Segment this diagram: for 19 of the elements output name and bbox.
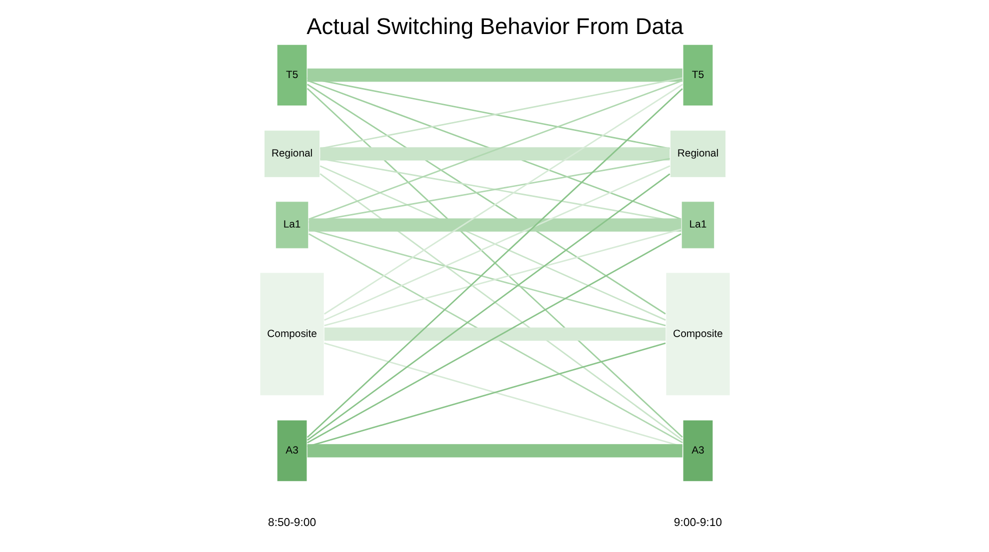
node-box: La1: [274, 200, 309, 250]
node-box: T5: [682, 44, 714, 106]
label: 9:00-9:10: [673, 516, 722, 529]
node-box: Regional: [669, 130, 726, 178]
connector: [306, 68, 682, 82]
node-box: A3: [276, 419, 308, 482]
diagram-title: Actual Switching Behavior From Data: [306, 13, 683, 40]
node-box: La1: [680, 200, 715, 250]
connector: [320, 147, 670, 161]
node-box: A3: [682, 419, 714, 482]
label: 8:50-9:00: [268, 516, 316, 529]
node-box: Regional: [263, 130, 320, 178]
connector: [324, 327, 666, 341]
connector: [308, 218, 681, 232]
node-box: T5: [276, 44, 308, 106]
connector: [306, 444, 682, 458]
connector: [306, 88, 682, 438]
node-box: Composite: [258, 272, 324, 396]
node-box: Composite: [664, 272, 730, 396]
